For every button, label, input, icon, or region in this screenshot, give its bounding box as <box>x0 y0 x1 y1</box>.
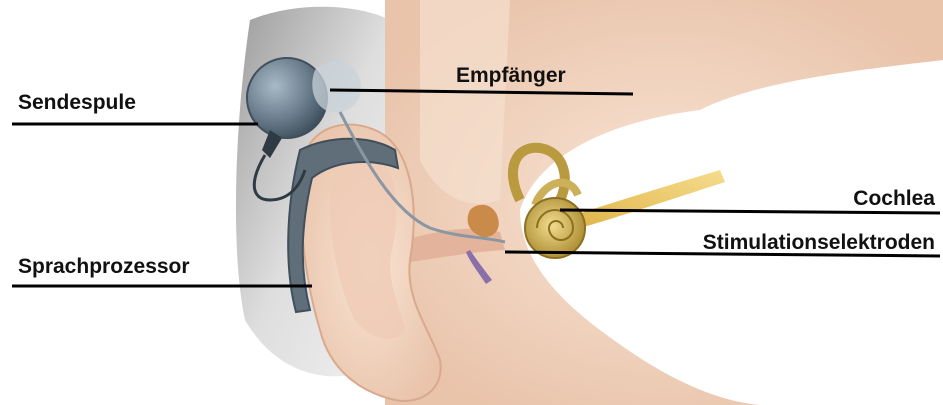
receiver <box>312 61 361 112</box>
label-cochlea: Cochlea <box>853 188 935 209</box>
label-sprachprozessor: Sprachprozessor <box>18 256 190 277</box>
label-empfaenger: Empfänger <box>456 65 566 86</box>
auditory-nerve <box>575 170 725 228</box>
label-sendespule: Sendespule <box>18 92 136 113</box>
skull-layer <box>420 0 510 204</box>
cochlea-shape <box>525 198 585 258</box>
label-stimulationselektroden: Stimulationselektroden <box>703 232 935 253</box>
